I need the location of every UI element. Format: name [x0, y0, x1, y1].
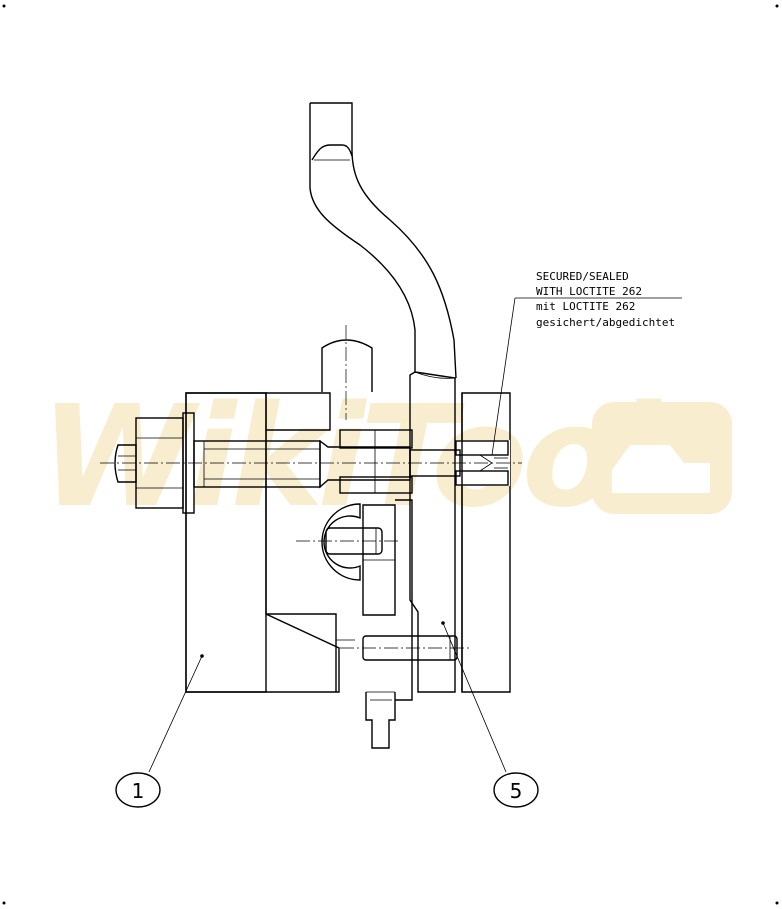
balloon-5-label: 5 [510, 779, 523, 803]
threaded-plug [455, 440, 509, 486]
lever-part-5 [409, 371, 456, 693]
note-line-2: WITH LOCTITE 262 [536, 285, 642, 298]
hex-bolt [100, 412, 522, 514]
balloon-1-label: 1 [132, 779, 145, 803]
note-line-1: SECURED/SEALED [536, 270, 629, 283]
balloon-5: 5 [493, 772, 539, 808]
balloon-1: 1 [115, 772, 161, 808]
leader-lines [148, 297, 682, 773]
note-line-3: mit LOCTITE 262 [536, 300, 635, 313]
watermark-logo: Wiki Tool [40, 376, 732, 539]
ball-detent [296, 503, 400, 581]
svg-text:Wiki: Wiki [40, 376, 368, 539]
lower-shaft [340, 499, 470, 749]
top-pin [321, 325, 373, 420]
bushing [339, 429, 413, 494]
note-line-4: gesichert/abgedichtet [536, 316, 675, 329]
corner-marks [2, 4, 779, 905]
loctite-note: SECURED/SEALED WITH LOCTITE 262 mit LOCT… [536, 270, 675, 329]
shift-rod [309, 102, 457, 379]
base-body-part-1 [185, 392, 355, 693]
